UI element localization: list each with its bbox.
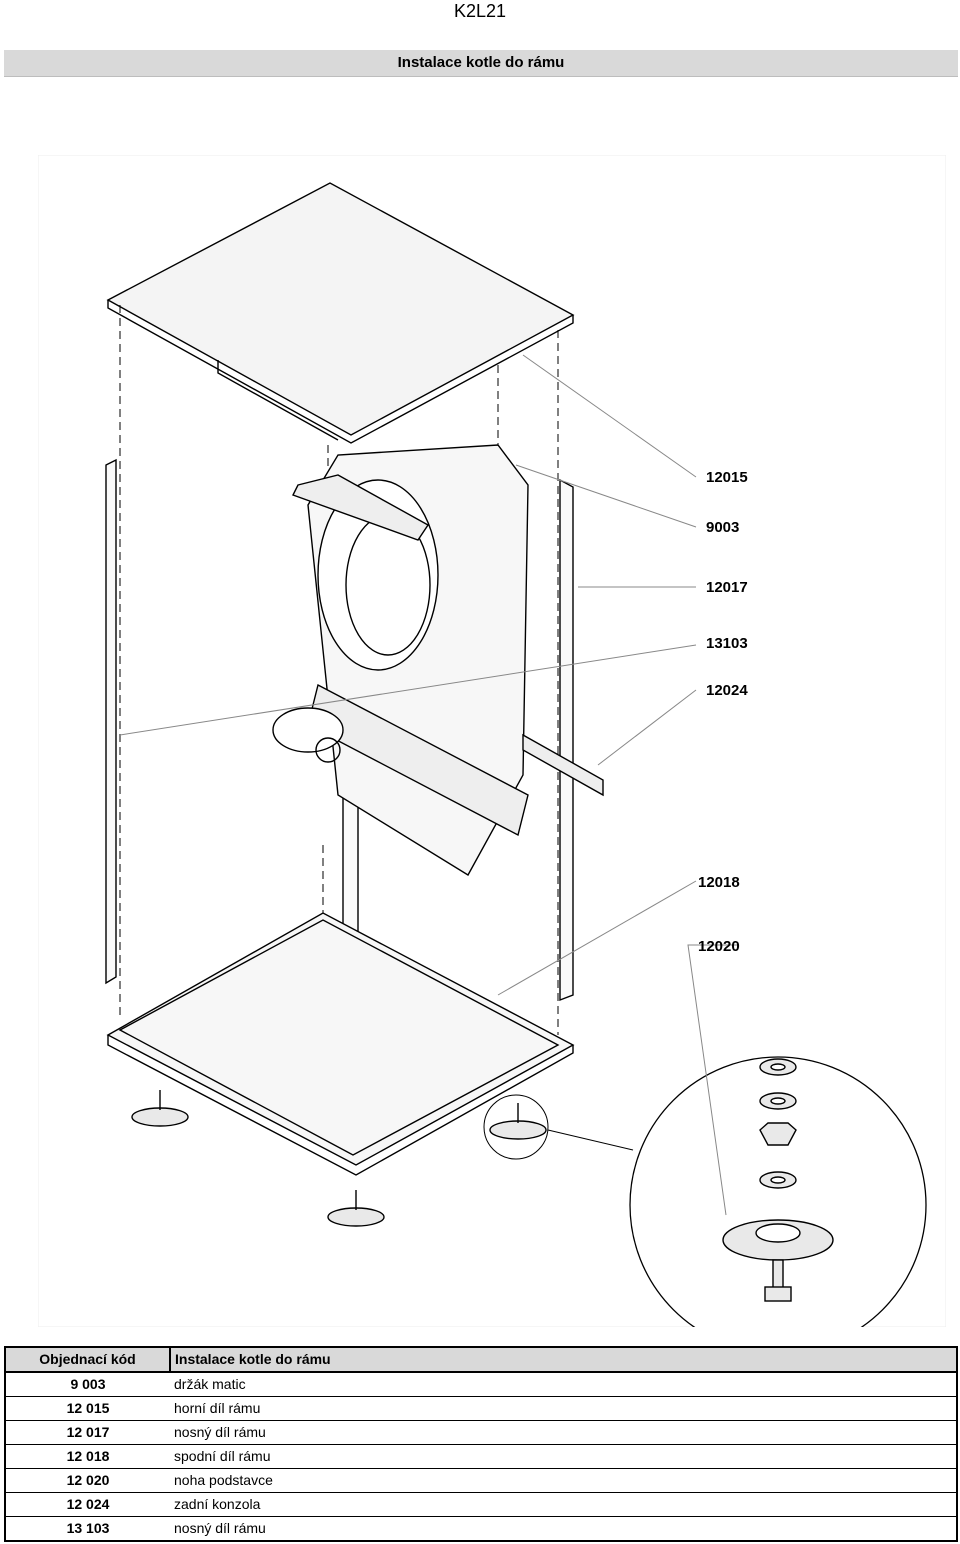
callout-13103: 13103 (706, 635, 748, 652)
part-code: 13 103 (5, 1516, 170, 1542)
part-name: nosný díl rámu (170, 1420, 957, 1445)
table-row: 12 015 horní díl rámu (5, 1396, 957, 1421)
part-name: nosný díl rámu (170, 1516, 957, 1542)
table-row: 13 103 nosný díl rámu (5, 1516, 957, 1542)
part-name: zadní konzola (170, 1492, 957, 1517)
callout-12015: 12015 (706, 469, 748, 486)
page-title: Instalace kotle do rámu (4, 50, 958, 77)
document-code: K2L21 (453, 1, 507, 21)
part-name: spodní díl rámu (170, 1444, 957, 1469)
table-row: 9 003 držák matic (5, 1372, 957, 1397)
part-code: 9 003 (5, 1372, 170, 1397)
callout-12018: 12018 (698, 874, 740, 891)
part-name: horní díl rámu (170, 1396, 957, 1421)
column-header-name: Instalace kotle do rámu (169, 1346, 958, 1373)
part-code: 12 024 (5, 1492, 170, 1517)
parts-table: Objednací kód Instalace kotle do rámu 9 … (4, 1346, 958, 1542)
part-code: 12 015 (5, 1396, 170, 1421)
part-code: 12 017 (5, 1420, 170, 1445)
exploded-assembly-drawing: 12015 9003 12017 13103 12024 12018 12020 (38, 155, 946, 1327)
callout-9003: 9003 (706, 519, 739, 536)
table-row: 12 024 zadní konzola (5, 1492, 957, 1517)
part-name: noha podstavce (170, 1468, 957, 1493)
assembly-svg: 12015 9003 12017 13103 12024 12018 12020 (38, 155, 946, 1327)
table-row: 12 018 spodní díl rámu (5, 1444, 957, 1469)
part-code: 12 018 (5, 1444, 170, 1469)
table-row: 12 017 nosný díl rámu (5, 1420, 957, 1445)
parts-table-header: Objednací kód Instalace kotle do rámu (4, 1346, 958, 1373)
callout-12017: 12017 (706, 579, 748, 596)
callout-12024: 12024 (706, 682, 748, 699)
callout-12020: 12020 (698, 938, 740, 955)
part-code: 12 020 (5, 1468, 170, 1493)
column-header-code: Objednací kód (4, 1346, 171, 1373)
table-row: 12 020 noha podstavce (5, 1468, 957, 1493)
part-name: držák matic (170, 1372, 957, 1397)
